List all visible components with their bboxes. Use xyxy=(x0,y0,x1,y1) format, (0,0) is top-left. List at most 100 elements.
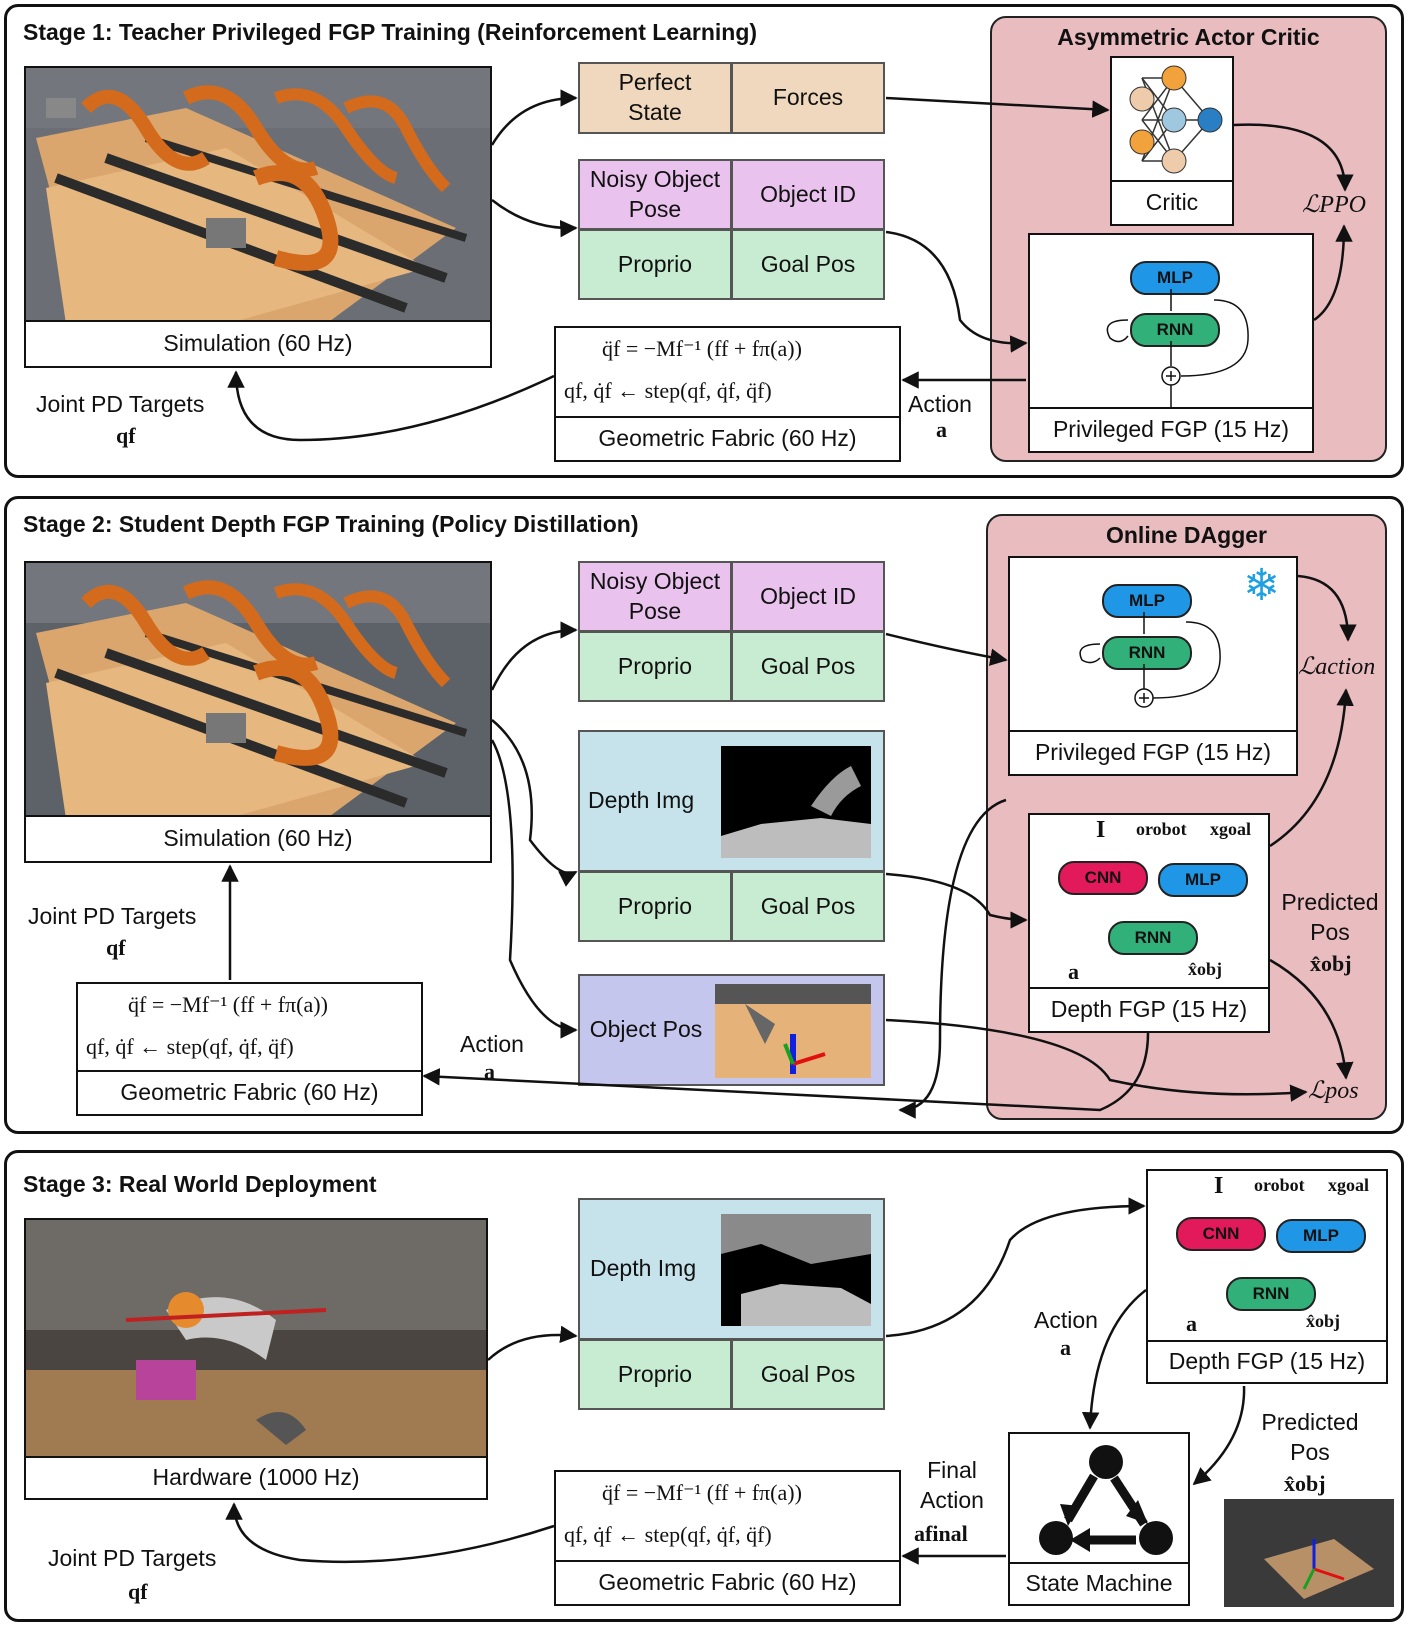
fabric-equation-1: q̈f = −Mf⁻¹ (ff + fπ(a)) xyxy=(128,992,328,1017)
online-dagger-title: Online DAgger xyxy=(1105,522,1267,548)
geometric-fabric-box: q̈f = −Mf⁻¹ (ff + fπ(a)) qf, q̇f ← step(… xyxy=(554,1470,901,1606)
teacher-fgp-box: MLP RNN ❄ Privileged FGP (15 Hz) xyxy=(1008,556,1298,776)
simulation-view: Simulation (60 Hz) xyxy=(24,561,492,863)
stage-1-title: Stage 1: Teacher Privileged FGP Training… xyxy=(23,19,758,45)
fabric-equation-1: q̈f = −Mf⁻¹ (ff + fπ(a)) xyxy=(602,1480,802,1505)
joint-pd-targets-label: Joint PD Targets xyxy=(28,903,197,929)
rnn-block: RNN xyxy=(1130,313,1220,347)
depth-image-label: Depth Img xyxy=(588,787,695,814)
student-fgp-box: I orobot xgoal CNN MLP RNN a x̂obj Depth… xyxy=(1028,813,1270,1033)
pos-output-symbol: x̂obj xyxy=(1306,1311,1341,1331)
goal-pos-box: Goal Pos xyxy=(731,229,885,300)
object-pos-thumbnail xyxy=(715,984,871,1078)
pos-loss: ℒpos xyxy=(1308,1078,1359,1104)
depth-image-label: Depth Img xyxy=(590,1255,697,1282)
depth-fgp-caption: Depth FGP (15 Hz) xyxy=(1148,1340,1386,1382)
object-pos-label: Object Pos xyxy=(589,1016,703,1043)
simulation-caption: Simulation (60 Hz) xyxy=(26,815,490,861)
action-label: Action xyxy=(1034,1307,1098,1333)
action-loss: ℒaction xyxy=(1298,654,1376,680)
cnn-block: CNN xyxy=(1058,861,1148,895)
depth-fgp-box: I orobot xgoal CNN MLP RNN a x̂obj Depth… xyxy=(1146,1169,1388,1384)
action-symbol: a xyxy=(1060,1335,1071,1360)
predicted-pos-label: Predicted Pos xyxy=(1281,889,1379,945)
state-machine-icon xyxy=(1039,1445,1173,1555)
joint-pd-targets-symbol: qf xyxy=(106,935,126,960)
state-machine-caption: State Machine xyxy=(1010,1562,1188,1604)
fabric-caption: Geometric Fabric (60 Hz) xyxy=(78,1070,421,1114)
hardware-view: Hardware (1000 Hz) xyxy=(24,1218,488,1500)
simulation-scene xyxy=(26,68,490,324)
final-action-symbol: afinal xyxy=(914,1521,968,1546)
simulation-view: Simulation (60 Hz) xyxy=(24,66,492,368)
depth-image-box: Depth Img xyxy=(578,1198,885,1340)
predicted-pos-symbol: x̂obj xyxy=(1284,1471,1326,1496)
critic-box: Critic xyxy=(1110,56,1234,226)
joint-pd-targets-label: Joint PD Targets xyxy=(36,391,205,417)
action-symbol: a xyxy=(484,1059,495,1084)
fabric-caption: Geometric Fabric (60 Hz) xyxy=(556,1560,899,1604)
depth-image-thumbnail xyxy=(721,1214,871,1326)
privileged-fgp-caption: Privileged FGP (15 Hz) xyxy=(1030,407,1312,451)
image-input-symbol: I xyxy=(1214,1173,1224,1199)
hardware-caption: Hardware (1000 Hz) xyxy=(26,1456,486,1498)
privileged-fgp-box: MLP RNN Privileged FGP (15 Hz) xyxy=(1028,233,1314,453)
image-input-symbol: I xyxy=(1096,817,1106,843)
joint-pd-targets-label: Joint PD Targets xyxy=(48,1545,217,1571)
forces-box: Forces xyxy=(731,62,885,134)
rnn-block: RNN xyxy=(1226,1277,1316,1311)
rnn-block: RNN xyxy=(1108,921,1198,955)
fabric-caption: Geometric Fabric (60 Hz) xyxy=(556,416,899,460)
joint-pd-targets-symbol: qf xyxy=(116,423,136,448)
snowflake-icon: ❄ xyxy=(1243,561,1280,610)
robot-obs-symbol: orobot xyxy=(1136,819,1187,839)
action-label: Action xyxy=(460,1031,524,1057)
fabric-equation-2: qf, q̇f ← step(qf, q̇f, q̈f) xyxy=(564,1522,772,1547)
mlp-block: MLP xyxy=(1130,261,1220,295)
student-fgp-caption: Depth FGP (15 Hz) xyxy=(1030,987,1268,1031)
depth-image-thumbnail xyxy=(721,746,871,858)
predicted-pos-symbol: x̂obj xyxy=(1310,951,1352,976)
proprio-box: Proprio xyxy=(578,871,732,942)
noisy-object-pose-box: Noisy Object Pose xyxy=(578,159,732,230)
final-action-label: Final Action xyxy=(920,1457,984,1513)
simulation-scene xyxy=(26,563,490,819)
geometric-fabric-box: q̈f = −Mf⁻¹ (ff + fπ(a)) qf, q̇f ← step(… xyxy=(554,326,901,462)
perfect-state-box: Perfect State xyxy=(578,62,732,134)
mlp-block: MLP xyxy=(1102,584,1192,618)
ppo-loss: ℒPPO xyxy=(1302,192,1366,218)
critic-caption: Critic xyxy=(1112,180,1232,224)
goal-pos-box: Goal Pos xyxy=(731,1339,885,1410)
mlp-block: MLP xyxy=(1276,1219,1366,1253)
simulation-caption: Simulation (60 Hz) xyxy=(26,320,490,366)
object-id-box: Object ID xyxy=(731,159,885,230)
action-symbol: a xyxy=(936,417,947,442)
joint-pd-targets-symbol: qf xyxy=(128,1579,148,1604)
cnn-block: CNN xyxy=(1176,1217,1266,1251)
noisy-object-pose-box: Noisy Object Pose xyxy=(578,561,732,632)
mlp-block: MLP xyxy=(1158,863,1248,897)
action-output-symbol: a xyxy=(1068,959,1079,984)
prediction-thumbnail xyxy=(1224,1499,1394,1607)
action-label: Action xyxy=(908,391,972,417)
object-id-box: Object ID xyxy=(731,561,885,632)
proprio-box: Proprio xyxy=(578,631,732,702)
neural-net-icon xyxy=(1129,65,1223,174)
action-output-symbol: a xyxy=(1186,1311,1197,1336)
rnn-block: RNN xyxy=(1102,636,1192,670)
state-machine-box: State Machine xyxy=(1008,1432,1190,1606)
teacher-fgp-caption: Privileged FGP (15 Hz) xyxy=(1010,730,1296,774)
stage-3-title: Stage 3: Real World Deployment xyxy=(23,1171,377,1197)
depth-image-box: Depth Img xyxy=(578,730,885,872)
goal-pos-box: Goal Pos xyxy=(731,871,885,942)
goal-obs-symbol: xgoal xyxy=(1328,1175,1370,1195)
object-pos-box: Object Pos xyxy=(578,974,885,1086)
pos-output-symbol: x̂obj xyxy=(1188,959,1223,979)
geometric-fabric-box: q̈f = −Mf⁻¹ (ff + fπ(a)) qf, q̇f ← step(… xyxy=(76,982,423,1116)
predicted-pos-label: Predicted Pos xyxy=(1261,1409,1359,1465)
stage-2-title: Stage 2: Student Depth FGP Training (Pol… xyxy=(23,511,639,537)
goal-pos-box: Goal Pos xyxy=(731,631,885,702)
proprio-box: Proprio xyxy=(578,1339,732,1410)
robot-obs-symbol: orobot xyxy=(1254,1175,1305,1195)
goal-obs-symbol: xgoal xyxy=(1210,819,1252,839)
